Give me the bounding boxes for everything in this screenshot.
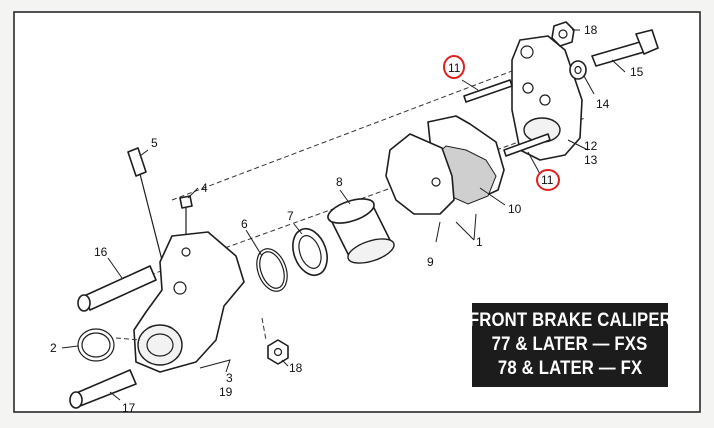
callout-5: 5 [151,136,158,150]
callout-6: 6 [241,217,248,231]
callout-12: 12 [584,139,598,153]
highlight-circle-bottom [536,169,560,191]
mounting-bolt [591,29,659,67]
brake-pad-inner [385,133,455,215]
callout-3: 3 [226,371,233,385]
o-ring [256,248,288,292]
callout-4: 4 [201,181,208,195]
assembly-axis-line [149,117,586,276]
washer [569,60,587,80]
title-line-3: 78 & LATER — FX [497,358,643,379]
pin-upper [463,79,513,103]
boot-seal [292,227,328,277]
bleeder-valve [127,147,165,269]
callout-8: 8 [336,175,343,189]
nut-top [551,21,575,47]
callout-19: 19 [219,385,233,399]
leader-lines [61,29,626,401]
callout-11-bottom: 11 [541,173,554,187]
callout-9: 9 [427,255,434,269]
callout-17: 17 [122,401,136,415]
callout-18-top: 18 [584,23,598,37]
nut-bottom [261,317,289,365]
pin-lower [503,133,551,157]
title-line-1: FRONT BRAKE CALIPER [468,310,672,331]
callout-13: 13 [584,153,598,167]
title-box: FRONT BRAKE CALIPER 77 & LATER — FXS 78 … [468,303,671,387]
callout-16: 16 [94,245,108,259]
bolt-upper [77,265,157,312]
callout-18-bottom: 18 [289,361,303,375]
callout-7: 7 [287,209,294,223]
callout-10: 10 [508,202,522,216]
callout-14: 14 [596,97,610,111]
upper-axis-line [171,67,521,201]
bolt-lower [69,369,137,409]
seal-ring [77,328,141,362]
title-line-2: 77 & LATER — FXS [492,334,648,355]
callout-1: 1 [476,235,483,249]
callout-11-top: 11 [448,61,461,75]
callout-2: 2 [50,341,57,355]
caliper-body [133,231,245,373]
callout-15: 15 [630,65,644,79]
highlight-circle-top [443,55,465,79]
mounting-bracket [511,35,583,161]
